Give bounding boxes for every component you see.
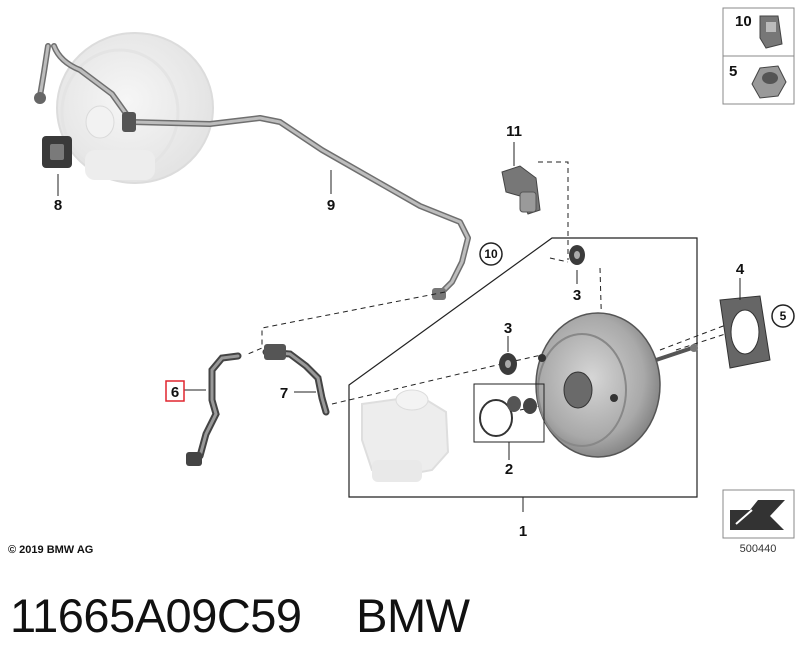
callout-4: 4 [736,261,745,278]
clip-icon [759,15,783,49]
hose-7 [262,344,330,416]
callout-8: 8 [54,197,62,214]
nut-icon [751,65,787,99]
callout-6: 6 [171,384,179,401]
assembly-box-1 [348,237,698,512]
callout-7: 7 [280,385,288,402]
part-number: 11665A09C59 [10,589,302,642]
sensor-11 [501,142,541,215]
callout-1: 1 [519,523,527,540]
part-caption: 11665A09C59 BMW [10,588,790,658]
seal-3-top [569,245,585,284]
arrow-icon [730,500,785,530]
callout-5-circled: 5 [780,309,787,323]
gasket-4 [719,278,771,369]
callout-11: 11 [506,123,522,140]
parts-diagram: 10 [8,7,795,556]
seal-3-mid [499,336,517,375]
reference-box: 500440 [722,489,795,555]
brake-booster-main [535,312,698,458]
callout-2: 2 [505,461,513,478]
seal-kit-box-2 [473,383,545,460]
callout-3-top: 3 [573,287,581,304]
grommet-8 [42,136,72,196]
legend-label-10: 10 [735,13,752,30]
highlight-callout-6: 6 [165,380,185,402]
circled-callout-10: 10 [479,242,503,266]
reference-number: 500440 [740,543,777,555]
copyright-text: © 2019 BMW AG [8,544,93,556]
circled-callout-5: 5 [771,304,795,328]
vacuum-line-9 [34,43,471,300]
legend-label-5: 5 [729,63,737,80]
brand-name: BMW [356,589,470,642]
hose-6 [184,352,242,466]
callout-10-circled: 10 [484,247,498,261]
callout-9: 9 [327,197,335,214]
faded-master-cylinder [361,389,450,482]
legend-box: 10 5 [722,7,795,105]
callout-3-mid: 3 [504,320,512,337]
faded-brake-booster [56,32,214,184]
